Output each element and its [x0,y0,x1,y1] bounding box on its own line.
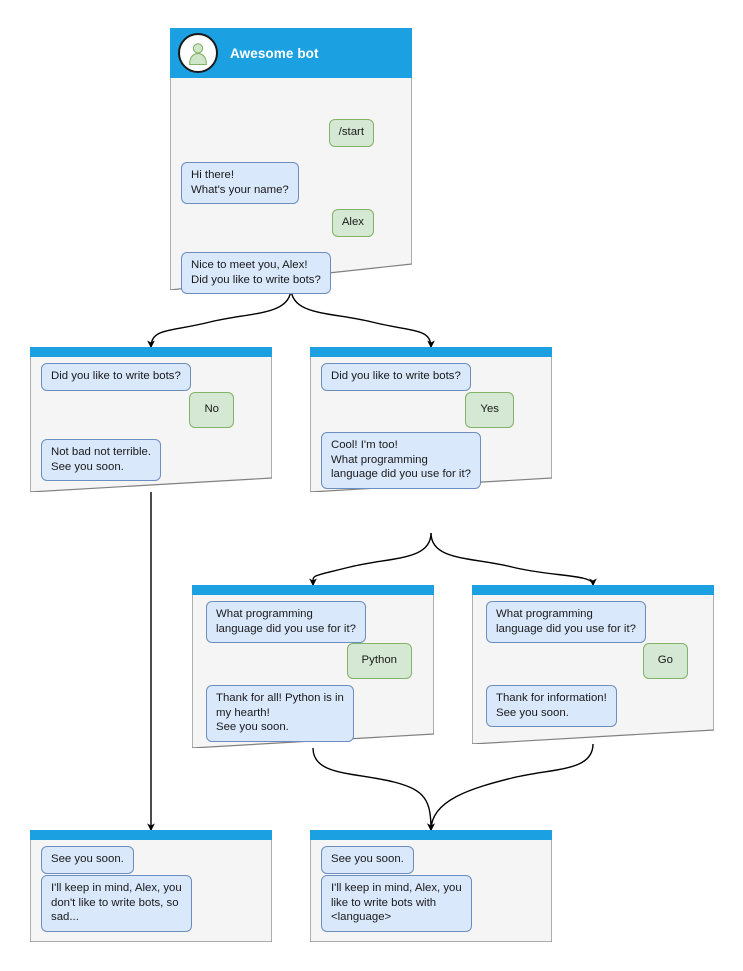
message-bubble-bot: What programming language did you use fo… [206,601,366,644]
message-bubble-bot: Thank for information! See you soon. [486,685,617,728]
message-bubble-bot: See you soon. [41,846,134,874]
message-bubble-bot: Nice to meet you, Alex! Did you like to … [181,252,331,295]
root-chat-area: /start Hi there! What's your name? Alex … [170,78,412,295]
message-bubble-bot: What programming language did you use fo… [486,601,646,644]
edge-go-to-end-happy [427,743,594,832]
message-bubble-bot: I'll keep in mind, Alex, you don't like … [41,875,192,932]
node-header-bar [472,585,714,595]
message-bubble-bot: Thank for all! Python is in my hearth! S… [206,685,354,742]
message-bubble-bot: Did you like to write bots? [321,363,471,391]
end-sad-chat-area: See you soon. I'll keep in mind, Alex, y… [30,840,272,942]
user-avatar-icon [178,33,218,73]
node-go-branch[interactable]: What programming language did you use fo… [472,585,714,744]
message-bubble-bot: Did you like to write bots? [41,363,191,391]
no-branch-chat-area: Did you like to write bots? No Not bad n… [30,357,272,492]
node-no-branch[interactable]: Did you like to write bots? No Not bad n… [30,347,272,492]
node-header-bar [310,347,552,357]
edge-yes-to-python [309,532,432,587]
python-branch-chat-area: What programming language did you use fo… [192,595,434,748]
node-end-sad[interactable]: See you soon. I'll keep in mind, Alex, y… [30,830,272,942]
node-python-branch[interactable]: What programming language did you use fo… [192,585,434,748]
node-end-happy[interactable]: See you soon. I'll keep in mind, Alex, y… [310,830,552,942]
message-bubble-user: Yes [465,392,514,428]
message-bubble-user: Alex [331,209,374,237]
node-yes-branch[interactable]: Did you like to write bots? Yes Cool! I'… [310,347,552,492]
message-bubble-bot: I'll keep in mind, Alex, you like to wri… [321,875,472,932]
node-header-bar [192,585,434,595]
edge-root-to-yes [290,287,435,349]
message-bubble-user: No [189,392,234,428]
yes-branch-chat-area: Did you like to write bots? Yes Cool! I'… [310,357,552,492]
node-root[interactable]: Awesome bot /start Hi there! What's your… [170,28,412,295]
message-bubble-bot: Cool! I'm too! What programming language… [321,432,481,489]
edge-root-to-no [147,287,292,349]
message-bubble-user: Go [642,643,688,679]
root-window-title: Awesome bot [230,45,319,61]
end-happy-chat-area: See you soon. I'll keep in mind, Alex, y… [310,840,552,942]
edge-yes-to-go [430,532,597,587]
node-header-bar [310,830,552,840]
message-bubble-bot: Not bad not terrible. See you soon. [41,439,162,482]
message-bubble-user: Python [346,643,412,679]
message-bubble-bot: Hi there! What's your name? [181,162,299,205]
message-bubble-user: /start [328,119,374,147]
root-window-header: Awesome bot [170,28,412,78]
go-branch-chat-area: What programming language did you use fo… [472,595,714,744]
node-header-bar [30,347,272,357]
node-header-bar [30,830,272,840]
message-bubble-bot: See you soon. [321,846,414,874]
edge-python-to-end-happy [312,747,435,832]
